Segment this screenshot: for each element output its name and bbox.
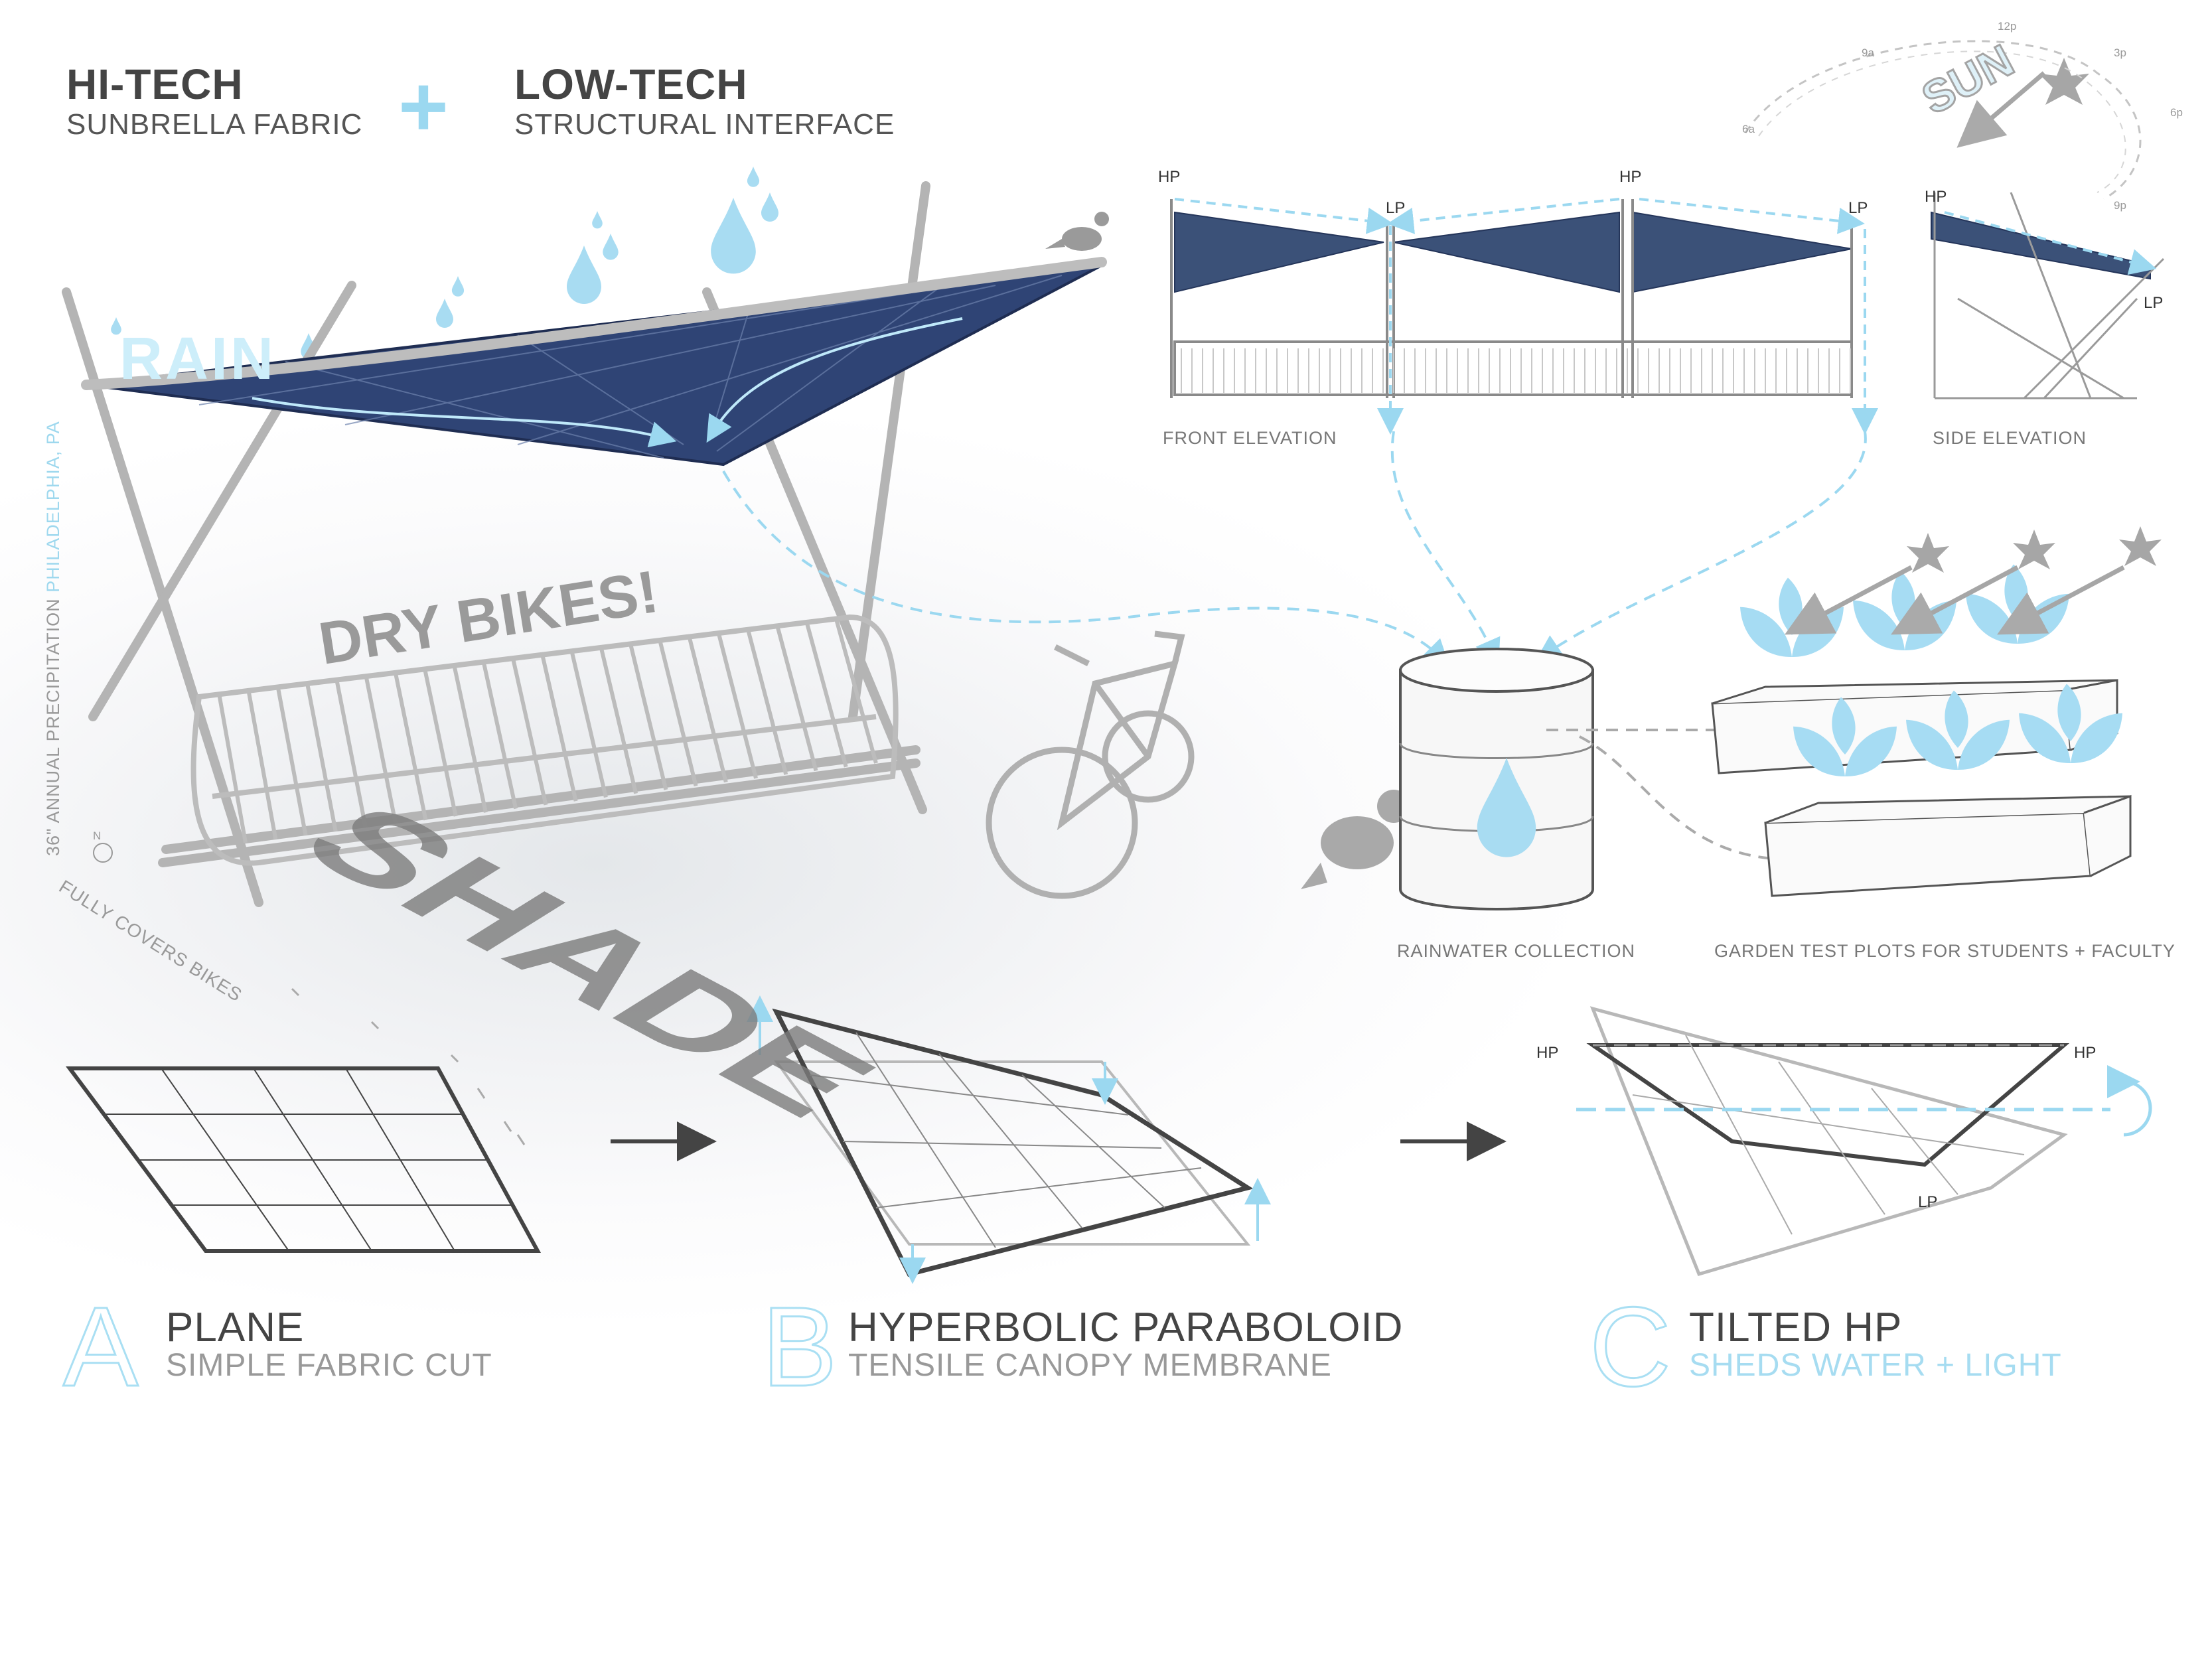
- sun-path-arc-inner: [1758, 50, 2126, 193]
- diagram-a-plane: [66, 1066, 542, 1253]
- water-flow-lines: [722, 431, 1867, 667]
- rack-bars: [217, 618, 878, 843]
- rack-bar: [716, 632, 758, 779]
- sun-time-3p: 3p: [2114, 46, 2126, 59]
- hitech-subtitle: SUNBRELLA FABRIC: [66, 108, 363, 141]
- pigeon-icon: [1045, 212, 1109, 251]
- rack-bar: [217, 693, 248, 843]
- side-lp-label: LP: [2144, 294, 2164, 312]
- rack-bar: [305, 682, 338, 832]
- sun-rays: [1785, 71, 2125, 635]
- front-elevation-label: FRONT ELEVATION: [1163, 428, 1337, 448]
- illustrations: [62, 40, 2165, 1284]
- rain-barrel: [1399, 648, 1594, 910]
- rack-bar: [393, 672, 428, 821]
- front-hp-label-1: HP: [1158, 168, 1181, 186]
- rack-bar: [275, 685, 308, 836]
- rack-bar: [452, 664, 488, 813]
- step-b-title: HYPERBOLIC PARABOLOID: [848, 1305, 1404, 1350]
- canopy-fabric: [81, 257, 1107, 467]
- step-b-letter: B: [761, 1284, 838, 1410]
- bike-rack: [190, 614, 899, 866]
- sun-star-icons: [1907, 58, 2162, 573]
- step-a-subtitle: SIMPLE FABRIC CUT: [166, 1348, 492, 1383]
- precipitation-note: 36" ANNUAL PRECIPITATION PHILADELPHIA, P…: [43, 421, 64, 856]
- tilted-hp-label-right: HP: [2074, 1044, 2097, 1062]
- irrigation-arrows: [1546, 717, 1799, 873]
- rack-bar: [246, 689, 278, 839]
- rack-bar: [334, 679, 368, 828]
- garden-plots-label: GARDEN TEST PLOTS FOR STUDENTS + FACULTY: [1714, 941, 2175, 961]
- step-c-subtitle: SHEDS WATER + LIGHT: [1689, 1348, 2062, 1383]
- rack-bar: [628, 643, 668, 790]
- board: HI-TECH SUNBRELLA FABRIC + LOW-TECH STRU…: [0, 0, 2212, 1433]
- rack-bar: [687, 636, 728, 783]
- rack-bar: [423, 668, 458, 817]
- front-hp-label-2: HP: [1619, 168, 1642, 186]
- sun-time-6p: 6p: [2170, 106, 2183, 119]
- diagram-b-hp: [747, 995, 1271, 1284]
- side-hp-label: HP: [1925, 188, 1947, 206]
- front-lp-label-2: LP: [1848, 199, 1868, 217]
- precipitation-city: PHILADELPHIA, PA: [43, 421, 63, 593]
- lowtech-subtitle: STRUCTURAL INTERFACE: [514, 108, 895, 141]
- precipitation-amount: 36" ANNUAL PRECIPITATION: [43, 598, 63, 856]
- sun-time-12p: 12p: [1998, 20, 2017, 33]
- canopy-flow-arrows: [252, 317, 963, 448]
- rack-bar: [746, 629, 788, 775]
- cat-icon: [1301, 790, 1410, 889]
- rack-bar: [775, 625, 818, 772]
- side-elevation: [1931, 192, 2165, 399]
- rack-bar: [481, 661, 518, 810]
- tilted-lp-label: LP: [1918, 1193, 1938, 1211]
- diagram-c-tilted-hp: [1576, 1006, 2152, 1277]
- side-elevation-label: SIDE ELEVATION: [1933, 428, 2087, 448]
- rack-bar: [658, 640, 698, 787]
- bicycle-icon: [986, 630, 1195, 899]
- sun-time-6a: 6a: [1742, 123, 1755, 135]
- lowtech-title: LOW-TECH: [514, 60, 748, 108]
- sun-time-9a: 9a: [1862, 46, 1874, 59]
- rack-bar: [599, 646, 638, 794]
- rack-bar: [364, 675, 398, 825]
- front-elevation: [1170, 198, 1878, 435]
- north-label: N: [93, 830, 102, 842]
- step-a-title: PLANE: [166, 1305, 305, 1350]
- front-lp-label-1: LP: [1386, 199, 1406, 217]
- step-c-letter: C: [1589, 1284, 1672, 1410]
- coverage-ticks: [291, 987, 526, 1145]
- step-c-title: TILTED HP: [1689, 1305, 1903, 1350]
- rack-bar: [540, 654, 578, 802]
- rack-bar: [569, 650, 608, 798]
- tilted-hp-label-left: HP: [1536, 1044, 1559, 1062]
- plus-sign: +: [398, 58, 449, 155]
- rack-bar: [834, 618, 878, 764]
- hitech-title: HI-TECH: [66, 60, 244, 108]
- sun-path-arc: [1744, 40, 2142, 200]
- north-compass-icon: [93, 843, 113, 863]
- sun-time-9p: 9p: [2114, 199, 2126, 212]
- step-a-letter: A: [62, 1284, 139, 1410]
- step-b-subtitle: TENSILE CANOPY MEMBRANE: [848, 1348, 1332, 1383]
- rack-bar: [804, 622, 848, 768]
- rack-bar: [510, 658, 548, 806]
- rain-label: RAIN: [119, 326, 276, 392]
- rainwater-collection-label: RAINWATER COLLECTION: [1397, 941, 1636, 961]
